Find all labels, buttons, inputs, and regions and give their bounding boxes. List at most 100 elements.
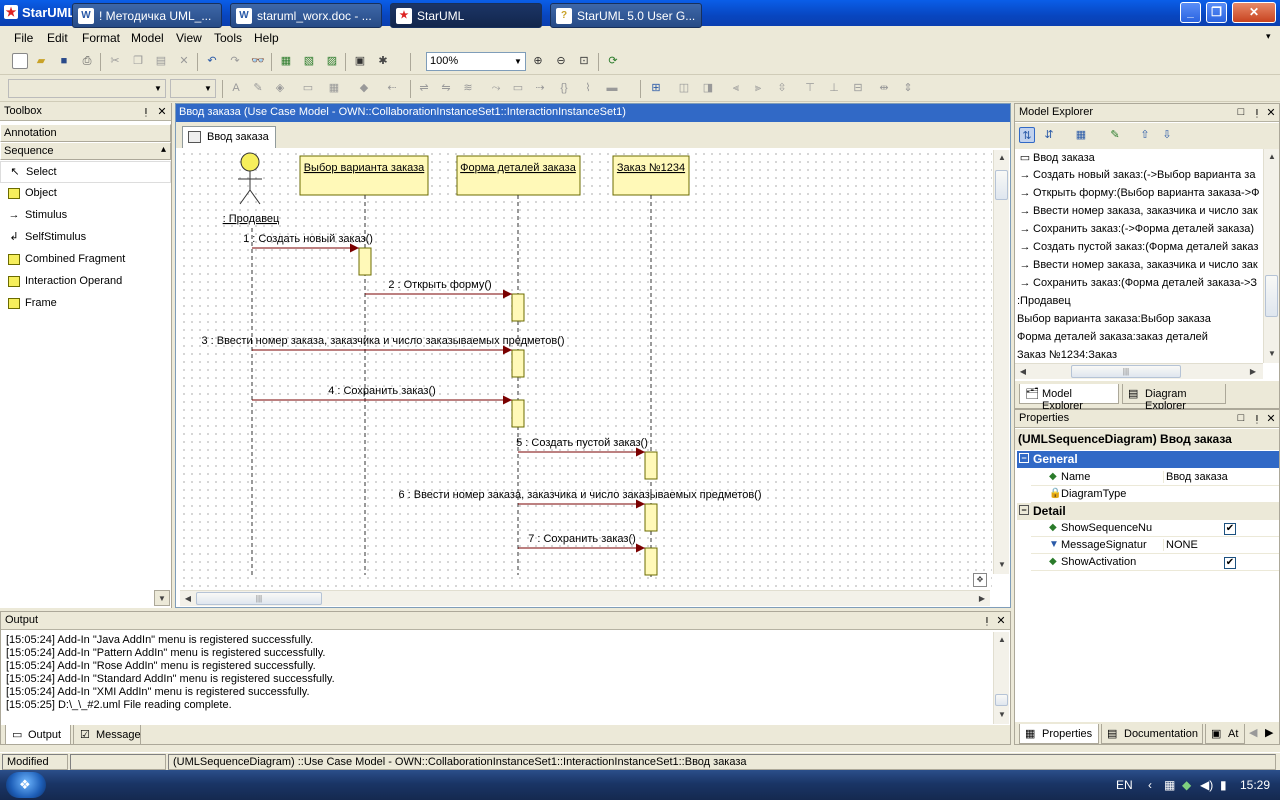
activation-4[interactable] (511, 399, 525, 428)
space-h-icon[interactable]: ⇹ (879, 82, 889, 94)
zoom-fit-icon[interactable]: ⊡ (579, 55, 589, 67)
font-name-combo[interactable]: ▼ (8, 79, 166, 98)
navigator-icon[interactable]: ✥ (973, 573, 987, 587)
toolbox-category-sequence[interactable]: Sequence▴ (0, 142, 171, 160)
diagram-vertical-scrollbar[interactable]: ▲ ▼ (993, 150, 1009, 574)
scroll-right-icon[interactable]: ▶ (978, 594, 986, 603)
copy-icon[interactable]: ❐ (133, 55, 143, 67)
pin-icon[interactable]: ᴉ (985, 614, 989, 626)
font-icon[interactable]: A (232, 82, 240, 94)
restore-icon[interactable]: □ (1237, 412, 1245, 424)
tree-item-object[interactable]: Заказ №1234:Заказ (1017, 349, 1118, 361)
arrow-style-icon[interactable]: ⇠ (387, 82, 397, 94)
tree-item-object[interactable]: Форма деталей заказа:заказ деталей (1017, 331, 1208, 343)
close-icon[interactable]: ✕ (1266, 413, 1276, 425)
align-bottom-icon[interactable]: ⊥ (829, 82, 839, 94)
refresh-icon[interactable]: ⟳ (608, 55, 618, 67)
horizontal-scroll-thumb[interactable]: ||| (196, 592, 322, 605)
close-icon[interactable]: ✕ (1266, 107, 1276, 119)
tool-frame[interactable]: Frame (0, 293, 171, 315)
tree-item-message[interactable]: →Создать пустой заказ:(Форма деталей зак… (1017, 239, 1263, 257)
close-icon[interactable]: ✕ (996, 615, 1006, 627)
scroll-down-icon[interactable]: ▼ (998, 710, 1006, 719)
tree-item-message[interactable]: →Сохранить заказ:(Форма деталей заказа->… (1017, 275, 1263, 293)
add-element-icon[interactable]: ▦ (1075, 129, 1087, 141)
back-icon[interactable]: ◨ (702, 82, 714, 94)
maximize-button[interactable]: ❐ (1206, 2, 1227, 23)
new-file-icon[interactable] (12, 53, 28, 69)
property-show-sequence-number[interactable]: ◆ShowSequenceNu✔ (1031, 520, 1279, 537)
cut-icon[interactable]: ✂ (110, 55, 120, 67)
find-icon[interactable]: 👓 (251, 55, 265, 67)
scroll-up-icon[interactable]: ▲ (1268, 152, 1276, 161)
taskbar-item-user-guide[interactable]: ?StarUML 5.0 User G... (550, 3, 702, 28)
tree-item-message[interactable]: →Ввести номер заказа, заказчика и число … (1017, 203, 1263, 221)
scroll-down-icon[interactable]: ▼ (154, 590, 170, 606)
pen-icon[interactable]: ✎ (253, 82, 263, 94)
zoom-combo[interactable]: 100% ▼ (426, 52, 526, 71)
scroll-left-icon[interactable]: ◀ (1019, 367, 1027, 376)
tree-item-message[interactable]: →Ввести номер заказа, заказчика и число … (1017, 257, 1263, 275)
tab-documentation[interactable]: ▤Documentation (1101, 724, 1203, 744)
model-tree-hscroll[interactable]: ◀ ||| ▶ (1015, 363, 1263, 379)
lifeline-box-choice[interactable] (299, 155, 429, 196)
move-up-icon[interactable]: ⇧ (1140, 129, 1150, 141)
move-down-icon[interactable]: ⇩ (1162, 129, 1172, 141)
tab-properties[interactable]: ▦Properties (1019, 724, 1099, 744)
front-icon[interactable]: ◫ (678, 82, 690, 94)
align-a-icon[interactable]: ⇌ (419, 82, 429, 94)
tab-message[interactable]: ☑Message (73, 725, 141, 745)
close-button[interactable]: ✕ (1232, 2, 1276, 23)
tree-item-message[interactable]: →Сохранить заказ:(->Форма деталей заказа… (1017, 221, 1263, 239)
sort-type-icon[interactable]: ⇅ (1019, 127, 1035, 143)
menu-overflow-icon[interactable]: ▾ (1266, 31, 1271, 41)
tool-select[interactable]: ↖Select (0, 161, 171, 183)
minimize-button[interactable]: _ (1180, 2, 1201, 23)
menu-view[interactable]: View (176, 31, 202, 45)
delete-icon[interactable]: ✕ (179, 55, 189, 67)
close-icon[interactable]: ✕ (157, 106, 167, 118)
tree-item-object[interactable]: :Продавец (1017, 295, 1071, 307)
vertical-scroll-thumb[interactable] (995, 694, 1008, 706)
tool-object[interactable]: Object (0, 183, 171, 205)
diagram-icon[interactable]: ▦ (280, 55, 292, 67)
tool-stimulus[interactable]: →Stimulus (8, 209, 68, 221)
menu-help[interactable]: Help (254, 31, 279, 45)
line-d-icon[interactable]: ⌇ (585, 82, 591, 94)
braces-icon[interactable]: {} (560, 82, 568, 94)
taskbar-item-methodology[interactable]: W! Методичка UML_... (72, 3, 222, 28)
pin-icon[interactable]: ᴉ (1255, 412, 1259, 424)
output-vscroll[interactable]: ▲ ▼ (993, 632, 1009, 724)
tree-item-object[interactable]: Выбор варианта заказа:Выбор заказа (1017, 313, 1211, 325)
print-icon[interactable]: ⎙ (82, 55, 92, 67)
line-a-icon[interactable]: ⤳ (491, 82, 501, 94)
menu-edit[interactable]: Edit (47, 31, 68, 45)
addin-icon[interactable]: ✱ (378, 55, 388, 67)
network-icon[interactable]: ▦ (1164, 778, 1176, 792)
tab-diagram[interactable]: Ввод заказа (182, 126, 276, 148)
scroll-left-icon[interactable]: ◀ (184, 594, 192, 603)
pin-icon[interactable]: ᴉ (144, 105, 148, 117)
export-image-icon[interactable]: ▣ (354, 55, 366, 67)
scroll-down-icon[interactable]: ▼ (998, 560, 1006, 569)
tab-diagram-explorer[interactable]: ▤Diagram Explorer (1122, 384, 1226, 412)
menu-model[interactable]: Model (131, 31, 164, 45)
taskbar-item-staruml[interactable]: ★StarUML (390, 3, 542, 28)
align-right-icon[interactable]: ⫸ (754, 82, 762, 94)
line-color-icon[interactable]: ▦ (328, 82, 340, 94)
align-left-icon[interactable]: ⫷ (732, 82, 740, 94)
tab-scroll-left-icon[interactable]: ◀ (1249, 727, 1258, 739)
lifeline-box-order[interactable] (612, 155, 690, 196)
actor-figure[interactable] (238, 152, 262, 205)
line-style-icon[interactable]: ▭ (302, 82, 314, 94)
zoom-out-icon[interactable]: ⊖ (556, 55, 566, 67)
diagram-add-icon[interactable]: ▧ (303, 55, 315, 67)
font-size-combo[interactable]: ▼ (170, 79, 216, 98)
filter-icon[interactable]: ✎ (1110, 129, 1120, 141)
toolbox-category-annotation[interactable]: Annotation (0, 124, 171, 142)
tab-scroll-right-icon[interactable]: ▶ (1265, 727, 1274, 739)
line-b-icon[interactable]: ▭ (512, 82, 524, 94)
line-e-icon[interactable]: ▬ (606, 82, 618, 94)
